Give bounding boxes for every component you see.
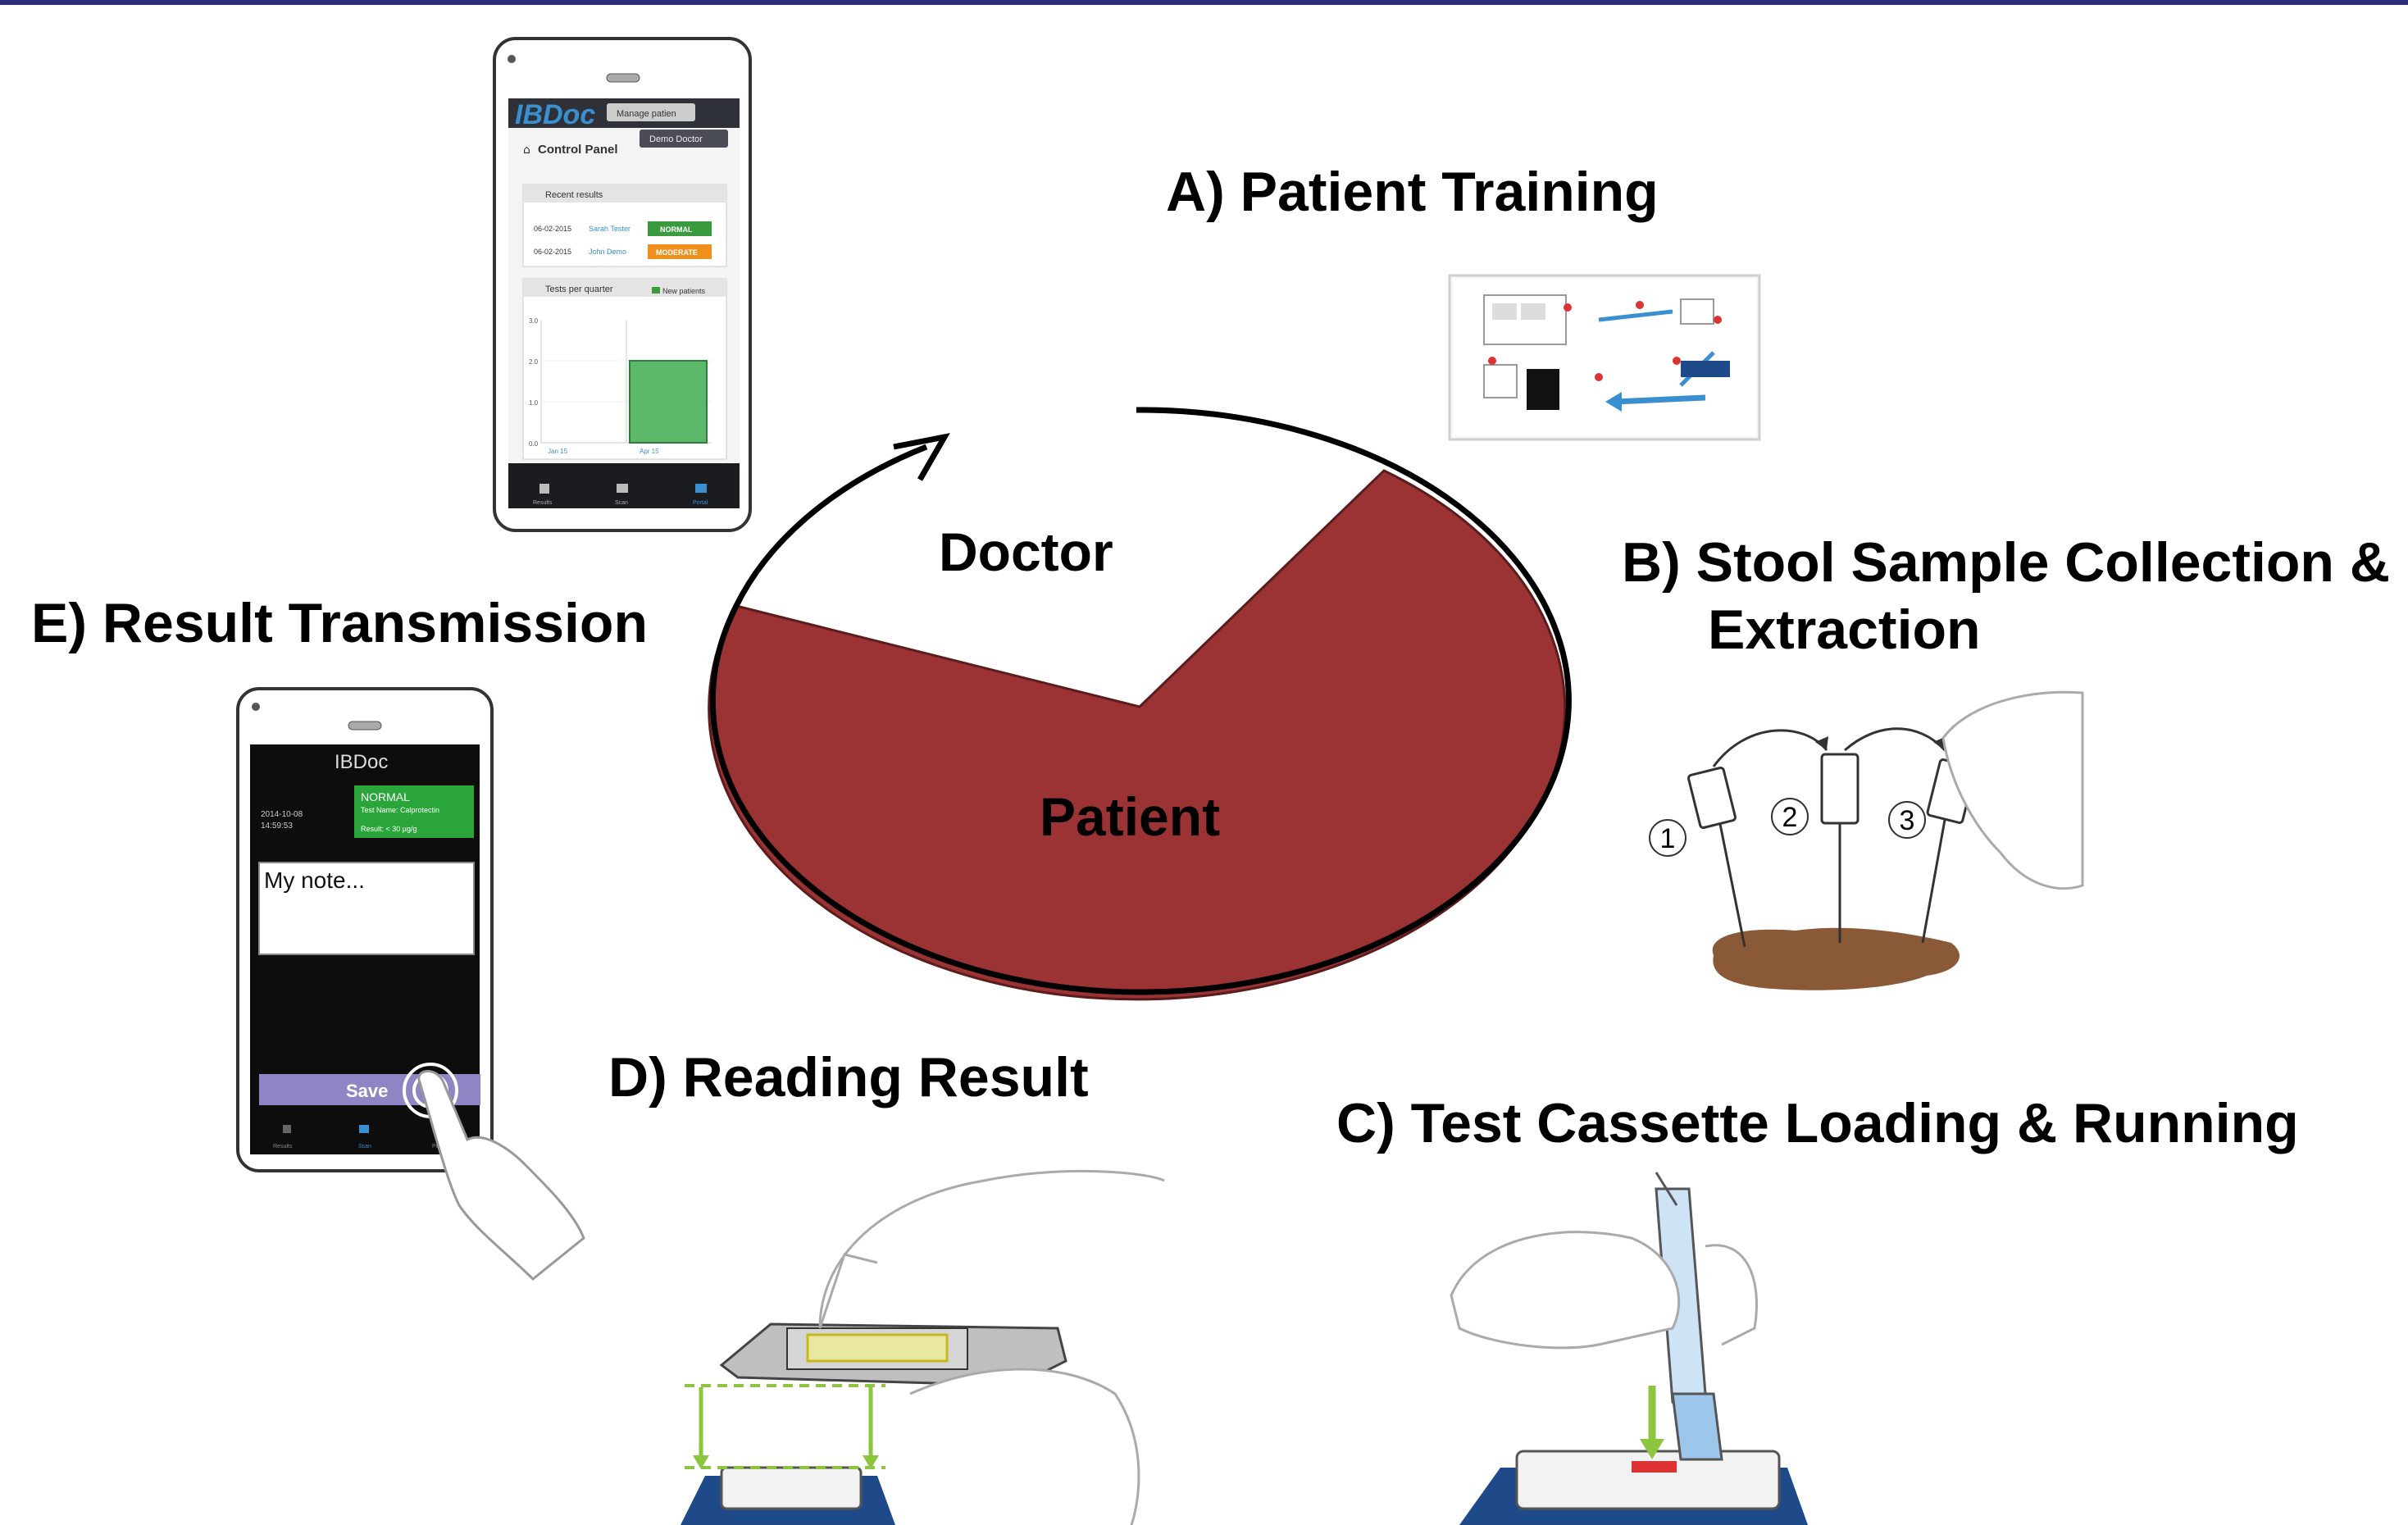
control-panel-title: Control Panel — [538, 143, 618, 157]
result-name-1: Sarah Tester — [589, 225, 630, 233]
patient-slice — [708, 469, 1567, 1001]
tab-portal: Portal — [693, 500, 708, 506]
monitor-icon — [695, 484, 707, 493]
chart-bar-apr — [629, 360, 708, 444]
result-date-1: 06-02-2015 — [534, 225, 571, 233]
y-tick-3: 3.0 — [529, 317, 539, 325]
bottom-tab-results: Results — [273, 1144, 293, 1149]
result-time: 14:59:53 — [261, 822, 293, 831]
x-tick-apr: Apr 15 — [640, 448, 659, 455]
y-tick-0: 0.0 — [529, 440, 539, 448]
result-test-name: Test Name: Calprotectin — [361, 806, 439, 814]
result-status: NORMAL — [361, 790, 410, 803]
recent-results-title: Recent results — [545, 190, 603, 200]
result-date-2: 06-02-2015 — [534, 248, 571, 256]
scan-tab-icon — [359, 1125, 369, 1133]
portal-logo: IBDoc — [515, 99, 595, 130]
tab-scan: Scan — [615, 500, 628, 506]
note-input — [258, 862, 475, 955]
tests-legend: New patients — [662, 287, 706, 295]
doctor-dropdown: Demo Doctor — [649, 134, 703, 144]
step-c-label: C) Test Cassette Loading & Running — [1336, 1092, 2299, 1154]
step-b-label: B) Stool Sample Collection & — [1622, 531, 2390, 594]
list-icon — [539, 484, 549, 494]
status-badge-normal: NORMAL — [660, 225, 693, 234]
step-a-label: A) Patient Training — [1166, 161, 1659, 223]
y-tick-1: 1.0 — [529, 399, 539, 407]
patient-label: Patient — [1040, 786, 1221, 847]
home-icon: ⌂ — [523, 143, 530, 157]
arrow-icon — [893, 433, 950, 481]
tab-results: Results — [533, 500, 553, 506]
cycle-arrow — [709, 407, 1572, 995]
note-text: My note... — [264, 867, 365, 893]
camera-icon — [617, 484, 628, 493]
step-e-label: E) Result Transmission — [31, 592, 648, 654]
result-date: 2014-10-08 — [261, 810, 303, 819]
x-tick-jan: Jan 15 — [548, 448, 568, 455]
app-logo: IBDoc — [335, 751, 388, 773]
save-label: Save — [346, 1081, 388, 1101]
step-d-label: D) Reading Result — [608, 1046, 1089, 1108]
hand-icon — [417, 1070, 585, 1281]
results-tab-icon — [283, 1125, 291, 1133]
y-tick-2: 2.0 — [529, 358, 539, 366]
step-b-label-line2: Extraction — [1708, 599, 1981, 661]
result-value: Result: < 30 µg/g — [361, 825, 417, 833]
result-name-2: John Demo — [589, 248, 626, 256]
header-bar — [0, 0, 2408, 5]
tests-per-quarter-title: Tests per quarter — [545, 285, 613, 294]
bottom-tab-scan: Scan — [358, 1144, 371, 1149]
manage-patient-button: Manage patien — [617, 109, 676, 119]
quarter-chart: 3.0 2.0 1.0 0.0 Jan 15 Apr 15 — [529, 317, 712, 455]
status-badge-moderate: MODERATE — [656, 248, 698, 257]
doctor-label: Doctor — [939, 521, 1113, 582]
